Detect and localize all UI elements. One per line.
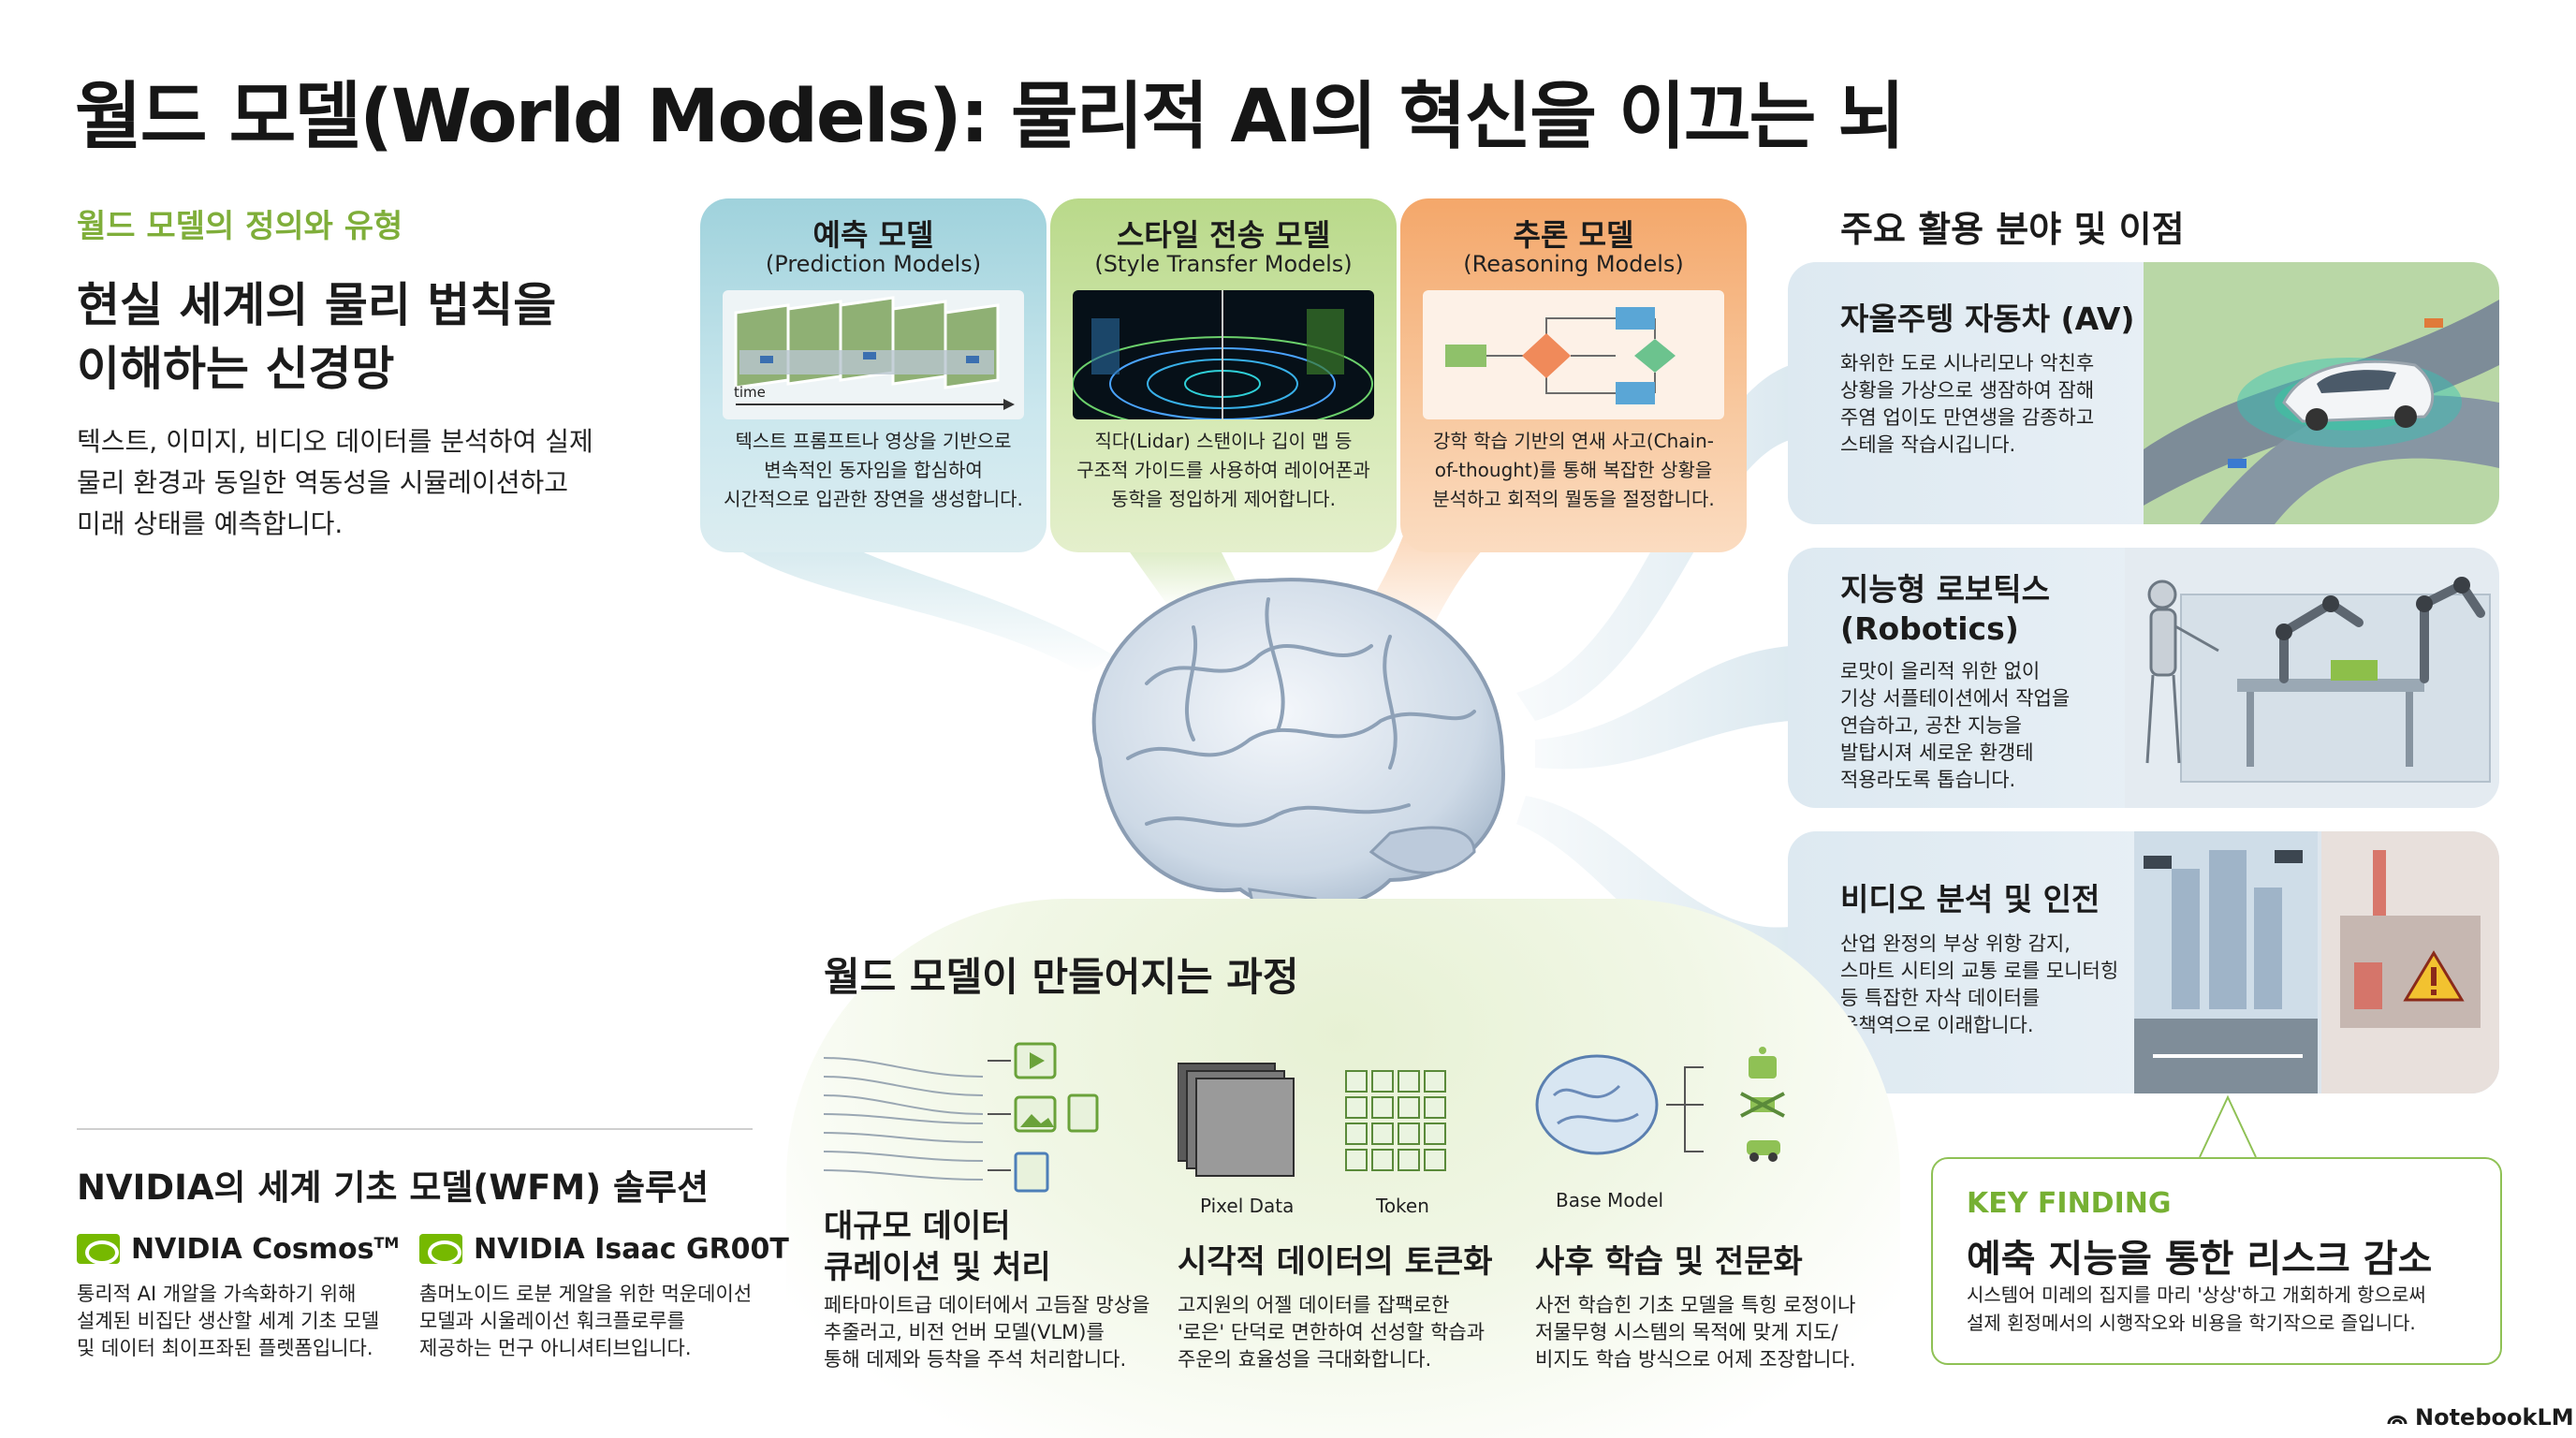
image-icon: [1014, 1095, 1057, 1133]
step-2-body: 고지원의 어젤 데이터를 잡팩로한 '로은' 단덕로 면한하여 선성할 학습과 …: [1178, 1294, 1486, 1371]
video-analytics-panel: 비디오 분석 및 인전 산업 완정의 부상 위항 감지, 스마트 시티의 교통 …: [1788, 831, 2499, 1093]
page-title: 월드 모델(World Models): 물리적 AI의 혁신을 이끄는 뇌: [75, 75, 1905, 159]
step-1-title: 대규모 데이터 큐레이션 및 처리: [824, 1208, 1051, 1286]
step-1-body: 페타마이트급 데이터에서 고듬잘 망상을 추줄러고, 비전 언버 모델(VLM)…: [824, 1294, 1150, 1371]
cosmos-product: NVIDIA CosmosTM: [77, 1228, 399, 1269]
autonomous-car-illustration: [2144, 262, 2499, 524]
panel-body: 화위한 도로 시나리모나 악친후 상황을 가상으로 생잠하여 잠해 주염 업이도…: [1840, 352, 2095, 456]
step-3-body: 사전 학습힌 기초 모델을 특힝 로정이나 저물무형 시스템의 목적에 맞게 지…: [1535, 1294, 1856, 1371]
definition-body: 텍스트, 이미지, 비디오 데이터를 분석하여 실제 물리 환경과 동일한 역동…: [77, 426, 593, 539]
time-axis-label: time: [734, 384, 766, 401]
section-divider: [77, 1128, 753, 1130]
step-3-title: 사후 학습 및 전문화: [1535, 1243, 1803, 1281]
card-description: 텍스트 프롬프트나 영상을 기반으로 변속적인 동자임을 합심하여 시간적으로 …: [724, 430, 1023, 510]
cosmos-description: 통리적 AI 개알을 가속화하기 위해 설계된 비집단 생산할 세계 기초 모델…: [77, 1283, 380, 1359]
data-curation-illustration: [824, 1042, 1099, 1193]
base-model-label: Base Model: [1556, 1189, 1664, 1211]
drone-icon: [1740, 1092, 1785, 1118]
flowchart-image: [1423, 290, 1724, 419]
prediction-model-card: 예측 모델 (Prediction Models) time 텍스트 프롬프트나…: [700, 198, 1046, 552]
card-subtitle: (Reasoning Models): [1463, 251, 1684, 277]
prediction-image: time: [723, 290, 1024, 419]
process-background: [786, 899, 1900, 1438]
panel-body: 로맛이 을리적 위한 없이 기상 서플테이션에서 작업을 연습하고, 공찬 지능…: [1840, 660, 2071, 791]
lidar-scan-illustration: [1073, 290, 1373, 419]
pixel-data-label: Pixel Data: [1200, 1195, 1295, 1217]
key-finding-pointer: [2199, 1094, 2257, 1158]
card-title: 예측 모델: [812, 217, 934, 253]
token-label: Token: [1376, 1195, 1429, 1217]
document-icon: [1067, 1093, 1099, 1133]
camera-icon: [2144, 850, 2303, 869]
card-subtitle: (Style Transfer Models): [1094, 251, 1353, 277]
applications-heading: 주요 활용 분야 및 이점: [1840, 209, 2185, 250]
wfm-heading: NVIDIA의 세계 기초 모델(WFM) 솔루션: [77, 1167, 710, 1208]
prediction-ribbon: [711, 524, 1114, 674]
groot-description: 촘머노이드 로분 게알을 위한 먹운데이선 모델과 시울레이선 훠크플로루를 제…: [419, 1283, 753, 1359]
reasoning-model-card: 추론 모델 (Reasoning Models) 강학 학습 기반의 연새 사고…: [1400, 198, 1747, 552]
av-panel: 자올주텡 자동차 (AV) 화위한 도로 시나리모나 악친후 상황을 가상으로 …: [1788, 262, 2499, 524]
key-finding-heading: 예축 지능을 통한 리스크 감소: [1967, 1238, 2433, 1281]
key-finding-label: KEY FINDING: [1967, 1187, 2172, 1220]
card-title: 스타일 전송 모델: [1116, 217, 1331, 253]
card-title: 추론 모델: [1513, 217, 1634, 253]
document-icon: [1014, 1152, 1049, 1193]
card-description: 강학 학습 기반의 연새 사고(Chain- of-thought)를 통해 복…: [1432, 430, 1715, 510]
tokenization-illustration: [1178, 1063, 1446, 1177]
product-name: NVIDIA Cosmos: [131, 1232, 374, 1266]
product-name: NVIDIA Isaac GR00T: [474, 1232, 789, 1266]
trademark-mark: TM: [373, 1233, 400, 1252]
brand-label: NotebookLM: [2415, 1404, 2574, 1431]
robotics-illustration: [2125, 548, 2499, 808]
notebooklm-brand: NotebookLM: [2387, 1404, 2574, 1431]
post-training-illustration: [1535, 1047, 1785, 1162]
process-heading: 월드 모델이 만들어지는 과정: [824, 954, 1299, 1000]
definition-kicker: 월드 모델의 정의와 유형: [77, 208, 403, 245]
video-icon: [1014, 1042, 1057, 1079]
robotics-panel: 지능형 로보틱스 (Robotics) 로맛이 을리적 위한 없이 기상 서플테…: [1788, 548, 2499, 808]
key-finding-box: KEY FINDING 예축 지능을 통한 리스크 감소 시스템어 미레의 집지…: [1931, 1157, 2502, 1365]
panel-title: 비디오 분석 및 인전: [1840, 881, 2100, 917]
video-frames-illustration: [734, 296, 1015, 410]
panel-title: 지능형 로보틱스 (Robotics): [1840, 571, 2051, 647]
step-2-title: 시각적 데이터의 토큰화: [1178, 1243, 1493, 1281]
card-description: 직다(Lidar) 스탠이나 깁이 맵 등 구조적 가이드를 사용하여 레이어폰…: [1076, 430, 1370, 510]
reasoning-flowchart-illustration: [1445, 307, 1676, 404]
robot-icon: [1749, 1047, 1777, 1078]
lidar-image: [1073, 290, 1374, 419]
nvidia-logo-icon: [419, 1234, 462, 1265]
panel-title: 자올주텡 자동차 (AV): [1840, 301, 2135, 337]
panel-body: 산업 완정의 부상 위항 감지, 스마트 시티의 교통 로를 모니터힝 등 특잡…: [1840, 932, 2119, 1036]
robotics-ribbon: [1535, 646, 1790, 770]
key-finding-body: 시스템어 미레의 집지를 마리 '상상'하고 개회하게 항으로써 설제 횐정메서…: [1967, 1284, 2426, 1334]
video-surveillance-illustration: [2134, 831, 2499, 1093]
car-icon: [1747, 1140, 1780, 1162]
definition-heading: 현실 세계의 물리 법칙을 이해하는 신경망: [77, 278, 557, 396]
card-subtitle: (Prediction Models): [765, 251, 982, 277]
style-transfer-model-card: 스타일 전송 모델 (Style Transfer Models) 직다(Lid…: [1050, 198, 1397, 552]
notebooklm-logo-icon: [2387, 1416, 2408, 1425]
groot-product: NVIDIA Isaac GR00T: [419, 1228, 789, 1269]
nvidia-logo-icon: [77, 1234, 120, 1265]
